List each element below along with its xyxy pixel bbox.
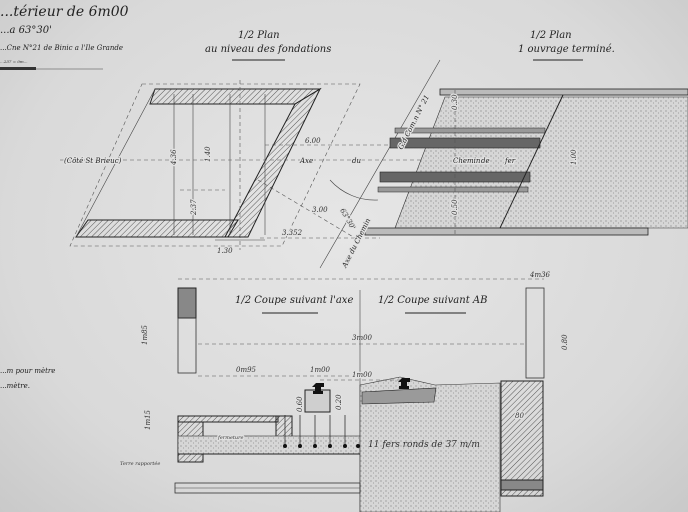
axis-word-chemin: Chemin bbox=[453, 157, 481, 165]
sec-dim-80: 80 bbox=[515, 412, 524, 420]
sec-dim-0-20: 0.20 bbox=[335, 394, 343, 410]
section-left-title: 1/2 Coupe suivant l'axe bbox=[235, 295, 353, 306]
plan-finished-subheading: 1 ouvrage terminé. bbox=[518, 44, 615, 55]
rail-top bbox=[389, 137, 541, 149]
sec-dim-4m36: 4m36 bbox=[529, 271, 551, 279]
cross-section: 4m36 1/2 Coupe suivant l'axe 1/2 Coupe s… bbox=[120, 271, 569, 512]
sec-dim-1m85: 1m85 bbox=[141, 324, 149, 345]
foundation-plan bbox=[69, 80, 361, 250]
plan-finished-heading: 1/2 Plan bbox=[530, 30, 572, 41]
dim-0-30: 0.30 bbox=[451, 94, 459, 110]
dim-1-40: 1.40 bbox=[204, 146, 212, 162]
fermeture-label: fermeture bbox=[217, 435, 244, 441]
dim-4-36: 4.36 bbox=[170, 149, 178, 166]
ground-note: Terre rapportée bbox=[120, 460, 160, 467]
finished-plan: 1.00 0.30 0.50 bbox=[364, 88, 688, 236]
sec-dim-1m00: 1m00 bbox=[310, 366, 331, 374]
sec-dim-3m00: 3m00 bbox=[352, 334, 373, 342]
title-block: ...térieur de 6m00 ...a 63°30' ...Cne N°… bbox=[0, 4, 129, 390]
dim-1-00: 1.00 bbox=[570, 149, 578, 165]
rail-profile-right bbox=[398, 378, 410, 389]
dim-0-50: 0.50 bbox=[451, 199, 459, 215]
cote-label: (Côté St Brieuc) bbox=[64, 157, 122, 165]
rebar-dots bbox=[283, 444, 360, 448]
sec-dim-0m95: 0m95 bbox=[236, 366, 257, 374]
left-note-1: ...m pour mètre bbox=[0, 367, 55, 375]
plan-foundations-subheading: au niveau des fondations bbox=[205, 44, 331, 55]
left-note-2: ...mètre. bbox=[0, 382, 30, 390]
top-abutment bbox=[149, 88, 322, 105]
dim-1-30: 1.30 bbox=[217, 247, 233, 255]
axis-word-de: de bbox=[481, 157, 490, 165]
dim-6-00: 6.00 bbox=[305, 137, 321, 145]
right-abutment bbox=[500, 380, 544, 497]
dim-2-37: 2.37 bbox=[190, 199, 198, 216]
dim-3-352: 3.352 bbox=[282, 229, 303, 237]
plan-foundations-heading: 1/2 Plan bbox=[238, 30, 280, 41]
title-line-1: ...térieur de 6m00 bbox=[0, 4, 129, 20]
title-line-2: ...a 63°30' bbox=[0, 25, 52, 36]
axis-word-du: du bbox=[352, 157, 361, 165]
scale-note: ...237 = 0m... bbox=[0, 59, 28, 64]
rebar-note: 11 fers ronds de 37 m/m bbox=[368, 440, 480, 450]
road-axis-line bbox=[319, 59, 441, 269]
bottom-abutment bbox=[75, 219, 239, 238]
sec-dim-1m00-b: 1m00 bbox=[352, 371, 373, 379]
axis-word-fer: fer bbox=[504, 157, 516, 165]
rail-profile-left bbox=[312, 383, 324, 394]
oblique-wall bbox=[224, 87, 322, 238]
axis-word-axe: Axe bbox=[299, 157, 313, 165]
title-line-3: ...Cne N°21 de Binic a l'Ile Grande bbox=[0, 44, 123, 52]
dim-3-00: 3.00 bbox=[312, 206, 328, 214]
section-right-title: 1/2 Coupe suivant AB bbox=[378, 295, 487, 306]
sec-dim-0-80: 0.80 bbox=[561, 334, 569, 350]
sleeper bbox=[361, 387, 437, 405]
angle-label: 63°30' bbox=[338, 207, 357, 231]
scale-bar bbox=[0, 67, 36, 70]
right-wall-elevation bbox=[525, 287, 545, 379]
sec-dim-1m15: 1m15 bbox=[144, 409, 152, 430]
sec-dim-0-60: 0.60 bbox=[296, 396, 304, 412]
concrete-slab bbox=[177, 435, 361, 455]
